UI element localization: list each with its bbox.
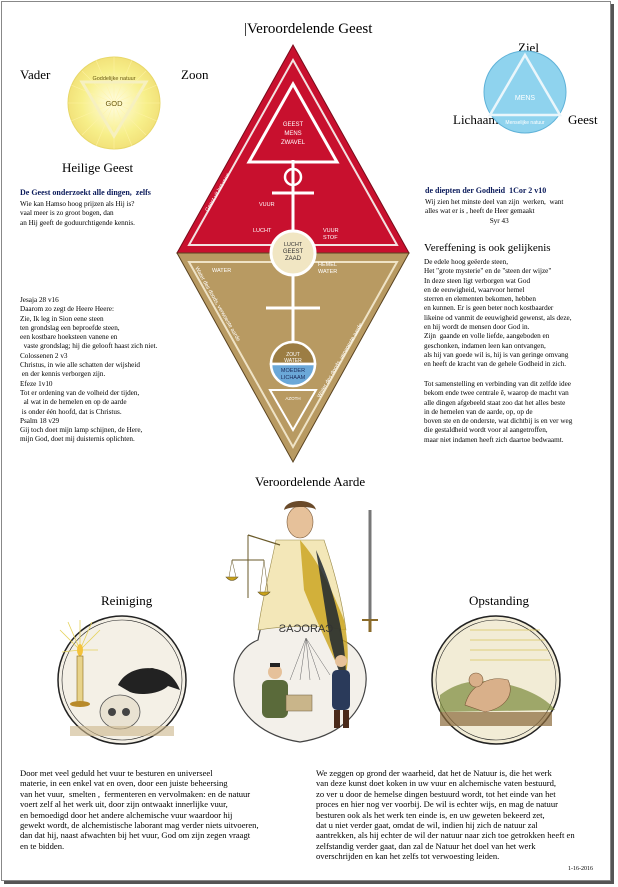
svg-text:LUCHT: LUCHT bbox=[253, 228, 272, 234]
vereffening-body2: Tot samenstelling en verbinding van dit … bbox=[424, 380, 573, 444]
justice-cloak bbox=[316, 550, 346, 680]
svg-text:GEEST: GEEST bbox=[283, 249, 304, 255]
raven bbox=[118, 668, 180, 694]
svg-text:VUUR: VUUR bbox=[259, 202, 275, 208]
mens-bottom-label: Menselijke natuur bbox=[505, 120, 545, 126]
svg-text:WATER: WATER bbox=[212, 268, 231, 274]
date-stamp: 1-16-2016 bbox=[568, 866, 593, 872]
flask-text: ƧAƆORAƆ bbox=[279, 623, 333, 635]
svg-text:WATER: WATER bbox=[284, 358, 302, 364]
svg-text:STOF: STOF bbox=[323, 235, 338, 241]
figure-seated bbox=[262, 680, 288, 718]
justice-head bbox=[286, 505, 314, 539]
svg-text:ZOUT: ZOUT bbox=[286, 352, 300, 358]
candle-flame bbox=[77, 644, 83, 656]
svg-text:ZAAD: ZAAD bbox=[285, 256, 302, 262]
svg-text:HEMEL: HEMEL bbox=[318, 262, 337, 268]
vereffening-body1: De edele hoog geëerde steen, Het "grote … bbox=[424, 258, 572, 369]
candle bbox=[76, 655, 84, 703]
god-circle: Goddelijke natuur GOD bbox=[67, 56, 161, 150]
flask-emblem: ƧAƆORAƆ bbox=[225, 501, 378, 743]
mens-circle: MENS Menselijke natuur bbox=[483, 50, 567, 134]
label-reiniging: Reiniging bbox=[101, 593, 153, 608]
god-top-label: Goddelijke natuur bbox=[92, 76, 135, 82]
label-vader: Vader bbox=[20, 67, 51, 82]
figure-standing bbox=[332, 670, 350, 710]
quote-left-body: Wie kan Hamso hoog prijzen als Hij is? v… bbox=[20, 200, 135, 227]
candle-rays bbox=[59, 620, 101, 653]
triangle-top-line3: ZWAVEL bbox=[281, 140, 306, 146]
label-lichaam: Lichaam bbox=[453, 112, 499, 127]
svg-text:LUCHT: LUCHT bbox=[284, 242, 303, 248]
quote-right-bold: de diepten der Godheid 1Cor 2 v10 bbox=[425, 186, 547, 195]
label-geest: Geest bbox=[568, 112, 598, 127]
bottom-left-text: Door met veel geduld het vuur te besture… bbox=[20, 768, 259, 851]
emblem-title: Veroordelende Aarde bbox=[255, 474, 366, 489]
svg-text:MOEDER: MOEDER bbox=[281, 368, 305, 374]
bottom-right-text: We zeggen op grond der waarheid, dat het… bbox=[316, 768, 575, 862]
svg-text:VUUR: VUUR bbox=[323, 228, 339, 234]
svg-text:WATER: WATER bbox=[318, 269, 337, 275]
page-title: |Veroordelende Geest bbox=[244, 21, 373, 37]
left-scripture: Jesaja 28 v16 Daarom zo zegt de Heere He… bbox=[20, 296, 158, 444]
triangle-top-line2: MENS bbox=[284, 131, 301, 137]
svg-text:LICHAAM: LICHAAM bbox=[281, 375, 306, 381]
god-center-label: GOD bbox=[105, 99, 123, 108]
scales-arm bbox=[247, 534, 281, 546]
reiniging-emblem bbox=[57, 615, 187, 745]
mens-center-label: MENS bbox=[515, 95, 536, 102]
label-zoon: Zoon bbox=[181, 67, 209, 82]
emblems-svg: ƧAƆORAƆ bbox=[57, 501, 561, 745]
quote-left-bold: De Geest onderzoekt alle dingen, zelfs bbox=[20, 188, 151, 197]
label-opstanding: Opstanding bbox=[469, 593, 529, 608]
triangle-diagram: GEEST MENS ZWAVEL LUCHT GEEST ZAAD ZOUT … bbox=[176, 43, 410, 464]
vereffening-title: Vereffening is ook gelijkenis bbox=[424, 242, 551, 254]
candle-holder bbox=[70, 701, 90, 707]
opstanding-emblem bbox=[431, 615, 561, 745]
tomb bbox=[440, 712, 552, 726]
diagram-svg: Goddelijke natuur GOD MENS Menselijke na… bbox=[67, 43, 567, 464]
triangle-top-line1: GEEST bbox=[283, 122, 304, 128]
label-heilige-geest: Heilige Geest bbox=[62, 160, 134, 175]
svg-text:AZOTH: AZOTH bbox=[285, 396, 300, 401]
skull bbox=[99, 694, 141, 730]
quote-right-body: Wij zien het minste deel van zijn werken… bbox=[425, 198, 564, 225]
